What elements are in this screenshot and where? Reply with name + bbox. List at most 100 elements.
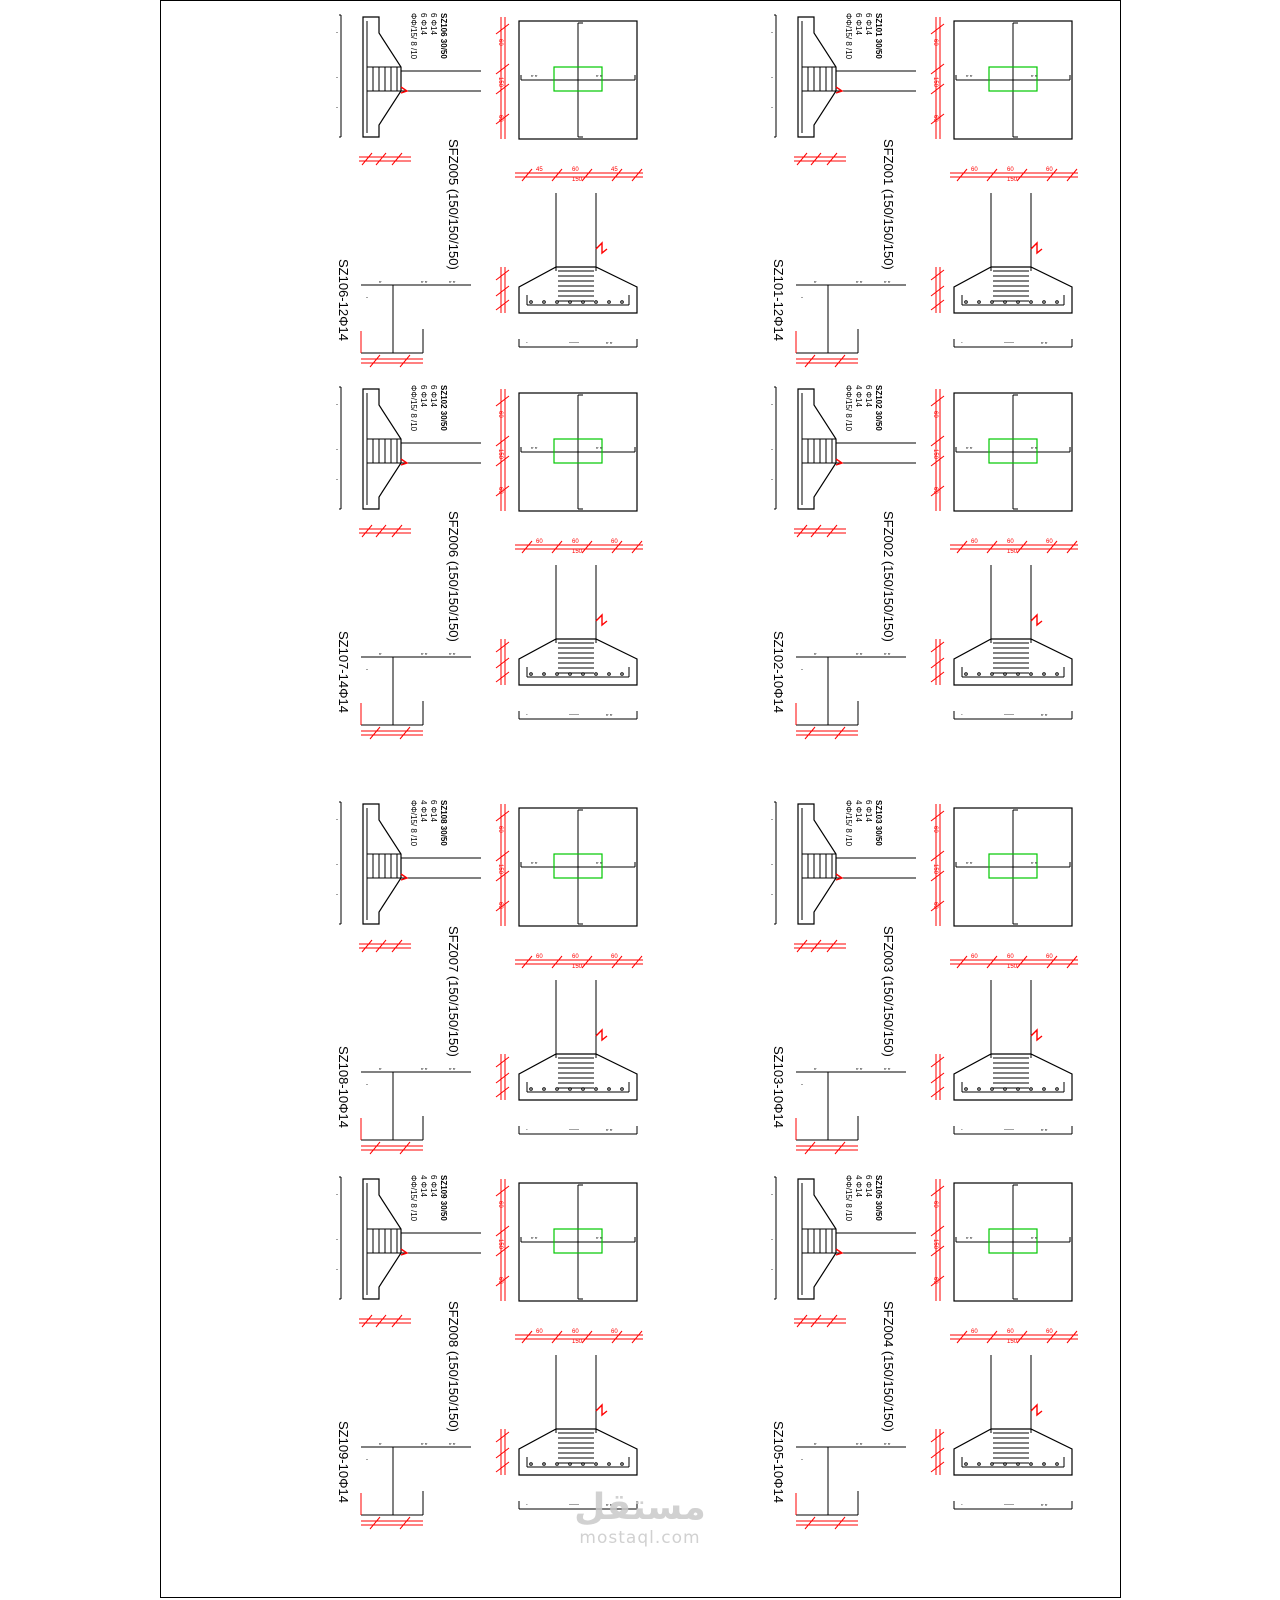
reinforcement-note: 6 Φ14 — [429, 13, 438, 36]
column-profile — [797, 16, 837, 138]
svg-text:-: - — [336, 817, 338, 823]
section-base-dimension: -——rr rr — [518, 711, 638, 720]
column-profile — [797, 1178, 837, 1300]
svg-text:rr rr: rr rr — [596, 1235, 603, 1240]
svg-text:60: 60 — [536, 1329, 543, 1335]
svg-text:60: 60 — [497, 411, 503, 418]
svg-text:rr rr: rr rr — [1031, 73, 1038, 78]
svg-text:rr rr: rr rr — [884, 651, 891, 656]
svg-text:rr rr: rr rr — [1041, 340, 1048, 345]
svg-text:60: 60 — [572, 954, 579, 960]
reinforcement-note: ΦΦ/15/ 8 /10 — [844, 1175, 853, 1222]
svg-text:60: 60 — [971, 1329, 978, 1335]
svg-text:rr rr: rr rr — [1031, 1235, 1038, 1240]
svg-text:rr rr: rr rr — [531, 445, 538, 450]
column-outline — [553, 438, 603, 464]
svg-text:-: - — [801, 295, 803, 301]
svg-text:-: - — [526, 1502, 528, 1508]
watermark-latin-text: mostaql.com — [579, 1528, 701, 1548]
svg-text:-: - — [336, 105, 338, 111]
svg-text:rr rr: rr rr — [856, 651, 863, 656]
footing-section — [953, 1355, 1073, 1476]
anchor-marker — [1030, 1028, 1043, 1042]
svg-text:60: 60 — [1007, 539, 1014, 545]
svg-text:rr rr: rr rr — [1041, 1127, 1048, 1132]
svg-text:-: - — [526, 1127, 528, 1133]
column-base-dimension — [359, 152, 411, 166]
column-title: SZ103-10Φ14 — [771, 1046, 786, 1128]
reinforcement-note: 6 Φ14 — [864, 13, 873, 36]
reinforcement-note: ΦΦ/15/ 8 /10 — [844, 385, 853, 432]
svg-text:rr rr: rr rr — [1031, 445, 1038, 450]
svg-text:-: - — [336, 447, 338, 453]
plan-vertical-dimension — [495, 389, 510, 511]
section-vertical-dimension — [495, 267, 510, 313]
svg-text:rr rr: rr rr — [531, 73, 538, 78]
svg-text:60: 60 — [497, 115, 503, 122]
svg-text:rr rr: rr rr — [606, 712, 613, 717]
svg-text:60: 60 — [932, 411, 938, 418]
section-vertical-dimension — [495, 1054, 510, 1100]
section-vertical-dimension — [930, 267, 945, 313]
svg-text:150: 150 — [932, 449, 938, 460]
svg-text:60: 60 — [572, 1329, 579, 1335]
hook-marker — [400, 86, 409, 94]
svg-text:rr: rr — [379, 1441, 382, 1446]
svg-text:——: —— — [1004, 1127, 1014, 1133]
svg-text:45: 45 — [611, 167, 618, 173]
reinforcement-note: 6 Φ14 — [419, 385, 428, 408]
column-label: SZ105 30/50 — [874, 1175, 883, 1221]
reinforcement-note: ΦΦ/15/ 8 /10 — [409, 13, 418, 60]
svg-text:-: - — [336, 477, 338, 483]
section-vertical-dimension — [930, 639, 945, 685]
reinforcement-note: ΦΦ/15/ 8 /10 — [409, 1175, 418, 1222]
plan-vertical-dimension — [495, 1179, 510, 1301]
svg-text:60: 60 — [1046, 539, 1053, 545]
anchor-marker — [1030, 613, 1043, 627]
hook-marker — [400, 873, 409, 881]
plan-vertical-dimension — [495, 17, 510, 139]
reinforcement-note: 4 Φ14 — [854, 800, 863, 823]
svg-text:-: - — [961, 712, 963, 718]
column-profile — [362, 388, 402, 510]
plan-total-dimension: 150 — [1007, 1339, 1018, 1345]
svg-text:rr rr: rr rr — [531, 860, 538, 865]
reinforcement-note: 6 Φ14 — [429, 800, 438, 823]
svg-text:60: 60 — [536, 954, 543, 960]
footing-outline — [953, 1182, 1073, 1302]
plan-total-dimension: 150 — [572, 549, 583, 555]
hook-marker — [835, 873, 844, 881]
reinforcement-note: 4 Φ14 — [854, 385, 863, 408]
plan-vertical-dimension — [930, 17, 945, 139]
reinforcement-note: ΦΦ/15/ 8 /10 — [844, 800, 853, 847]
svg-text:rr rr: rr rr — [596, 445, 603, 450]
svg-text:-: - — [366, 295, 368, 301]
svg-text:rr: rr — [814, 1066, 817, 1071]
bar-dimension — [361, 354, 423, 368]
svg-text:rr rr: rr rr — [606, 1127, 613, 1132]
section-base-dimension: -——rr rr — [518, 1501, 638, 1510]
column-title: SZ108-10Φ14 — [336, 1046, 351, 1128]
svg-text:rr rr: rr rr — [606, 1502, 613, 1507]
svg-text:-: - — [366, 667, 368, 673]
svg-text:-: - — [336, 1267, 338, 1273]
svg-text:-: - — [961, 340, 963, 346]
column-profile — [362, 16, 402, 138]
footing-outline — [518, 807, 638, 927]
svg-text:-: - — [771, 1192, 773, 1198]
footing-outline — [953, 392, 1073, 512]
bar-dimension — [796, 1141, 858, 1155]
